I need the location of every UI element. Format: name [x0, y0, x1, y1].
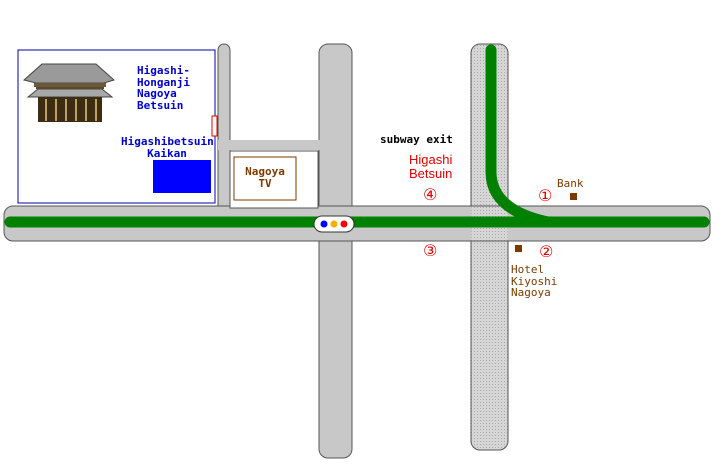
left-vertical-road: [217, 43, 231, 215]
curving-subway-line: [485, 44, 554, 228]
exit-3-label: ③: [423, 241, 438, 260]
small-connector-road: [218, 140, 323, 150]
temple-name-line: Higashi-: [137, 64, 190, 77]
nagoya-tv-name: Nagoya TV: [235, 166, 295, 189]
area-box-tab: [211, 115, 218, 137]
hotel-name: Hotel Kiyoshi Nagoya: [511, 264, 557, 299]
kaikan-building: [153, 160, 211, 193]
bank-marker: [570, 193, 577, 200]
kaikan-name: Higashibetsuin Kaikan: [121, 135, 214, 160]
bank-label: Bank: [557, 177, 584, 190]
hotel-name-line: Kiyoshi: [511, 274, 558, 288]
temple-building-icon: [22, 63, 116, 122]
temple-name: Higashi- Honganji Nagoya Betsuin: [137, 65, 190, 111]
hotel-marker: [515, 245, 522, 252]
hotel-name-line: Nagoya: [511, 286, 551, 300]
kaikan-name-line: Higashibetsuin: [121, 135, 214, 148]
nagoya-tv-inner-border: [233, 156, 297, 201]
kaikan-name-line: Kaikan: [147, 146, 187, 160]
right-vertical-road: [470, 43, 509, 451]
hotel-name-line: Hotel: [511, 263, 545, 276]
temple-name-line: Honganji: [137, 75, 190, 89]
station-name: Higashi Betsuin: [409, 153, 452, 180]
temple-name-line: Betsuin: [137, 98, 184, 112]
nagoya-tv-name-line: TV: [258, 176, 272, 190]
temple-name-line: Nagoya: [137, 87, 177, 101]
station-name-line: Betsuin: [409, 165, 453, 181]
station-name-line: Higashi: [409, 152, 453, 167]
exit-2-label: ②: [539, 242, 554, 261]
middle-vertical-road: [318, 43, 353, 459]
subway-lines: [4, 44, 710, 228]
exit-1-label: ①: [538, 186, 553, 205]
traffic-light-icon: [313, 215, 355, 233]
nagoya-tv-name-line: Nagoya: [245, 165, 285, 178]
subway-exit-label: subway exit: [380, 133, 453, 146]
exit-4-label: ④: [423, 185, 438, 204]
